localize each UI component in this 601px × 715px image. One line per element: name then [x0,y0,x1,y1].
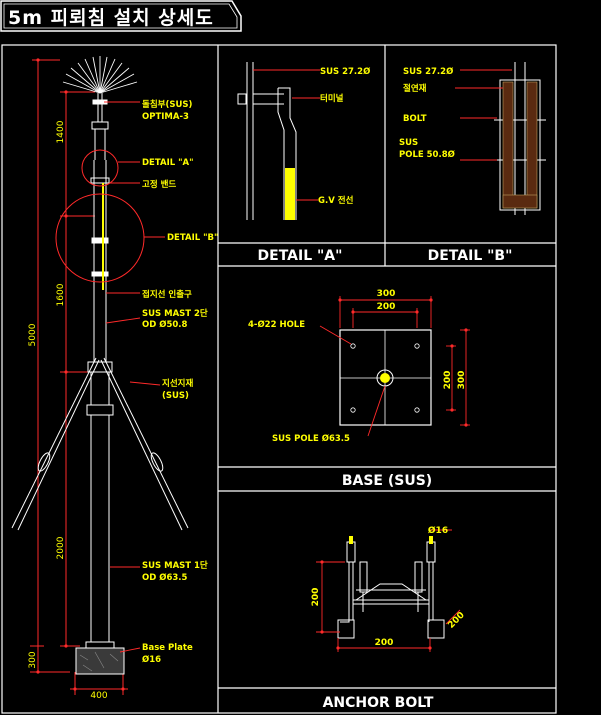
base-dim-right-outer: 300 [457,371,467,390]
label-guy-sus: (SUS) [162,391,189,401]
anchor-dim-width: 200 [375,638,394,648]
label-down-lead: 접지선 인출구 [142,289,192,300]
guy-wires [11,357,189,531]
sheet-frame [1,44,557,714]
dim-mid: 1600 [56,283,66,306]
detail-a-title: DETAIL "A" [258,248,343,264]
main-elevation: 5000 1400 1600 2000 300 400 [11,56,218,701]
da-label-sus: SUS 27.2Ø [320,66,370,77]
label-plate-dia: Ø16 [142,654,161,665]
da-label-gv: G.V 전선 [318,195,354,206]
anchor-dim-foot: 200 [446,610,466,630]
dim-total: 5000 [28,323,38,346]
base-dim-inner: 200 [377,302,396,312]
dim-top: 1400 [56,120,66,143]
air-terminal [62,56,138,94]
da-label-terminal: 터미널 [320,93,344,104]
label-band: 고정 밴드 [142,179,176,190]
base-plan: 300 200 200 300 4-Ø22 HOLE SUS POLE Ø63.… [248,289,470,489]
label-detail-b: DETAIL "B" [167,233,218,243]
anchor-bolt: Ø16 200 200 200 ANCHOR BOLT [311,525,467,711]
dim-low: 2000 [56,536,66,559]
label-optima: OPTIMA-3 [142,112,189,122]
db-label-pole: SUS [399,138,418,148]
dim-width: 400 [90,691,107,701]
base-dim-outer: 300 [377,289,396,299]
label-mast1: SUS MAST 1단 [142,560,208,571]
detail-b: SUS 27.2Ø 절연재 BOLT SUS POLE 50.8Ø DETAIL… [399,62,546,264]
label-terminal: 돌침부(SUS) [142,99,192,110]
base-label-hole: 4-Ø22 HOLE [248,319,305,330]
drawing-title: 5m 피뢰침 설치 상세도 [8,7,214,29]
detail-a-circle [81,149,119,187]
anchor-dim-dia: Ø16 [428,525,448,536]
detail-a: SUS 27.2Ø 터미널 G.V 전선 DETAIL "A" [237,62,370,264]
db-label-insulator: 절연재 [403,83,427,94]
db-label-sus: SUS 27.2Ø [403,66,453,77]
label-mast1-od: OD Ø63.5 [142,572,188,583]
detail-b-title: DETAIL "B" [428,248,513,264]
base-title: BASE (SUS) [342,473,432,489]
anchor-dim-height: 200 [311,588,321,607]
label-plate: Base Plate [142,643,193,653]
label-mast2: SUS MAST 2단 [142,308,208,319]
label-mast2-od: OD Ø50.8 [142,319,188,330]
db-label-pole-dia: POLE 50.8Ø [399,149,455,160]
title-tab [0,0,242,32]
base-label-pole: SUS POLE Ø63.5 [272,433,350,444]
detail-b-circle [55,193,145,283]
base-dim-right-inner: 200 [443,371,453,390]
dim-base: 300 [28,651,38,668]
anchor-title: ANCHOR BOLT [323,695,434,711]
label-detail-a: DETAIL "A" [142,158,194,168]
label-guy: 지선지재 [162,378,193,389]
db-label-bolt: BOLT [403,114,427,124]
